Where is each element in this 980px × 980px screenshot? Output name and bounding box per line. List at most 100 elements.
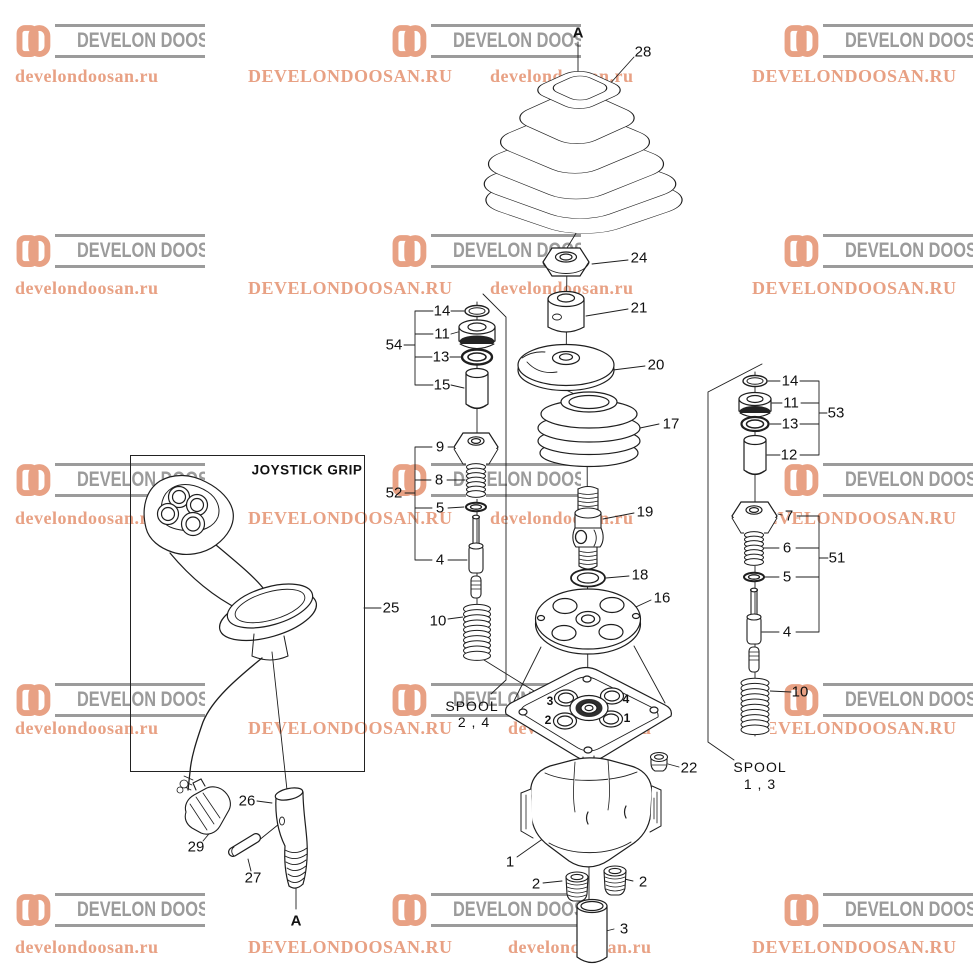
watermark-url: DEVELONDOOSAN.RU	[752, 66, 957, 86]
part-label-6: 6	[782, 539, 792, 557]
washer-5-left	[465, 501, 487, 513]
part-label-8: 8	[434, 471, 444, 489]
spool-port-number-3: 3	[546, 694, 554, 708]
joint-19	[572, 485, 604, 570]
dd-monogram-icon	[784, 893, 819, 926]
dd-monogram-icon	[784, 234, 819, 267]
spool-label-left-line2: 2 , 4	[457, 714, 491, 730]
group-label-52: 52	[385, 484, 403, 502]
spool-label-right-line2: 1 , 3	[743, 776, 777, 792]
ring-14-right	[742, 374, 768, 388]
dd-monogram-icon	[16, 24, 51, 57]
part-label-29: 29	[187, 838, 205, 856]
part-label-11: 11	[783, 394, 799, 412]
develon-doosan-logo: DEVELON DOOSAN	[783, 23, 973, 59]
develon-doosan-logo: DEVELON DOOSAN	[15, 892, 205, 928]
brand-text: DEVELON DOOSAN	[844, 239, 973, 262]
develon-doosan-logo: DEVELON DOOSAN	[15, 233, 205, 269]
sleeve-3	[576, 898, 608, 964]
part-label-2: 2	[638, 873, 648, 891]
develon-doosan-logo: DEVELON DOOSAN	[783, 233, 973, 269]
cam-disc-20	[517, 343, 615, 392]
plug-2-left	[565, 871, 589, 902]
brand-text: DEVELON DOOSAN	[76, 688, 205, 711]
part-label-26: 26	[238, 792, 256, 810]
cover-plate	[504, 666, 672, 772]
section-marker-a-bottom: A	[290, 912, 302, 930]
part-label-12: 12	[780, 446, 798, 464]
brand-text: DEVELON DOOSAN	[844, 688, 973, 711]
part-label-2: 2	[531, 875, 541, 893]
dd-monogram-icon	[784, 24, 819, 57]
part-label-15: 15	[433, 376, 451, 394]
joystick-grip-25	[143, 474, 318, 791]
part-label-9: 9	[435, 438, 445, 456]
brand-text: DEVELON DOOSAN	[76, 898, 205, 921]
group-label-51: 51	[828, 549, 846, 567]
watermark-url: develondoosan.ru	[15, 937, 159, 957]
handle-tube-26	[274, 787, 308, 889]
spool-port-number-2: 2	[544, 713, 552, 727]
spool-label-left-line1: SPOOL	[445, 698, 499, 714]
nut-7	[731, 501, 778, 534]
joystick-grip-title: JOYSTICK GRIP	[251, 462, 363, 478]
section-marker-a-top: A	[572, 24, 584, 42]
part-label-21: 21	[630, 299, 648, 317]
bracket-53	[766, 380, 828, 456]
dd-monogram-icon	[784, 463, 819, 496]
part-label-4: 4	[435, 551, 445, 569]
develon-doosan-logo: DEVELON DOOSAN	[783, 682, 973, 718]
ring-18	[570, 568, 606, 588]
watermark-url: develondoosan.ru	[490, 278, 634, 298]
spool-group-outline-right	[707, 363, 763, 761]
part-label-13: 13	[781, 415, 799, 433]
dd-monogram-icon	[392, 683, 427, 716]
part-label-14: 14	[433, 302, 451, 320]
watermark-url: DEVELONDOOSAN.RU	[248, 508, 453, 528]
develon-doosan-logo: DEVELON DOOSAN	[391, 23, 581, 59]
watermark-url: DEVELONDOOSAN.RU	[752, 278, 957, 298]
pusher-rod-4-right	[746, 587, 762, 673]
part-label-16: 16	[653, 589, 671, 607]
bracket-51	[761, 513, 829, 633]
ring-14-left	[464, 304, 490, 318]
part-label-24: 24	[630, 249, 648, 267]
part-label-22: 22	[680, 759, 698, 777]
plate-16	[534, 588, 642, 655]
brand-text: DEVELON DOOSAN	[844, 468, 973, 491]
seal-cup-11-right	[738, 391, 772, 418]
develon-doosan-logo: DEVELON DOOSAN	[15, 23, 205, 59]
dd-monogram-icon	[16, 463, 51, 496]
part-label-4: 4	[782, 623, 792, 641]
dd-monogram-icon	[784, 683, 819, 716]
plug-22	[649, 751, 669, 772]
bushing-21	[547, 290, 585, 333]
develon-doosan-logo: DEVELON DOOSAN	[783, 892, 973, 928]
boot-28	[483, 71, 683, 234]
dd-monogram-icon	[392, 24, 427, 57]
watermark-url: develondoosan.ru	[15, 718, 159, 738]
connector-29	[176, 775, 231, 835]
washer-5-right	[743, 571, 765, 583]
part-label-5: 5	[782, 568, 792, 586]
watermark-url: DEVELONDOOSAN.RU	[248, 278, 453, 298]
oring-13-right	[740, 415, 770, 433]
pin-12	[743, 434, 767, 476]
brand-text: DEVELON DOOSAN	[76, 239, 205, 262]
dd-monogram-icon	[16, 234, 51, 267]
spring-10-left	[463, 603, 491, 661]
brand-text: DEVELON DOOSAN	[844, 29, 973, 52]
watermark-url: develondoosan.ru	[15, 508, 159, 528]
group-label-53: 53	[827, 404, 845, 422]
nut-24	[542, 247, 590, 277]
part-label-28: 28	[634, 43, 652, 61]
watermark-url: DEVELONDOOSAN.RU	[752, 508, 957, 528]
part-label-11: 11	[434, 325, 450, 343]
spool-port-number-4: 4	[622, 692, 630, 706]
bracket-52	[404, 446, 468, 561]
part-label-17: 17	[662, 415, 680, 433]
part-label-19: 19	[636, 503, 654, 521]
brand-text: DEVELON DOOSAN	[452, 898, 581, 921]
